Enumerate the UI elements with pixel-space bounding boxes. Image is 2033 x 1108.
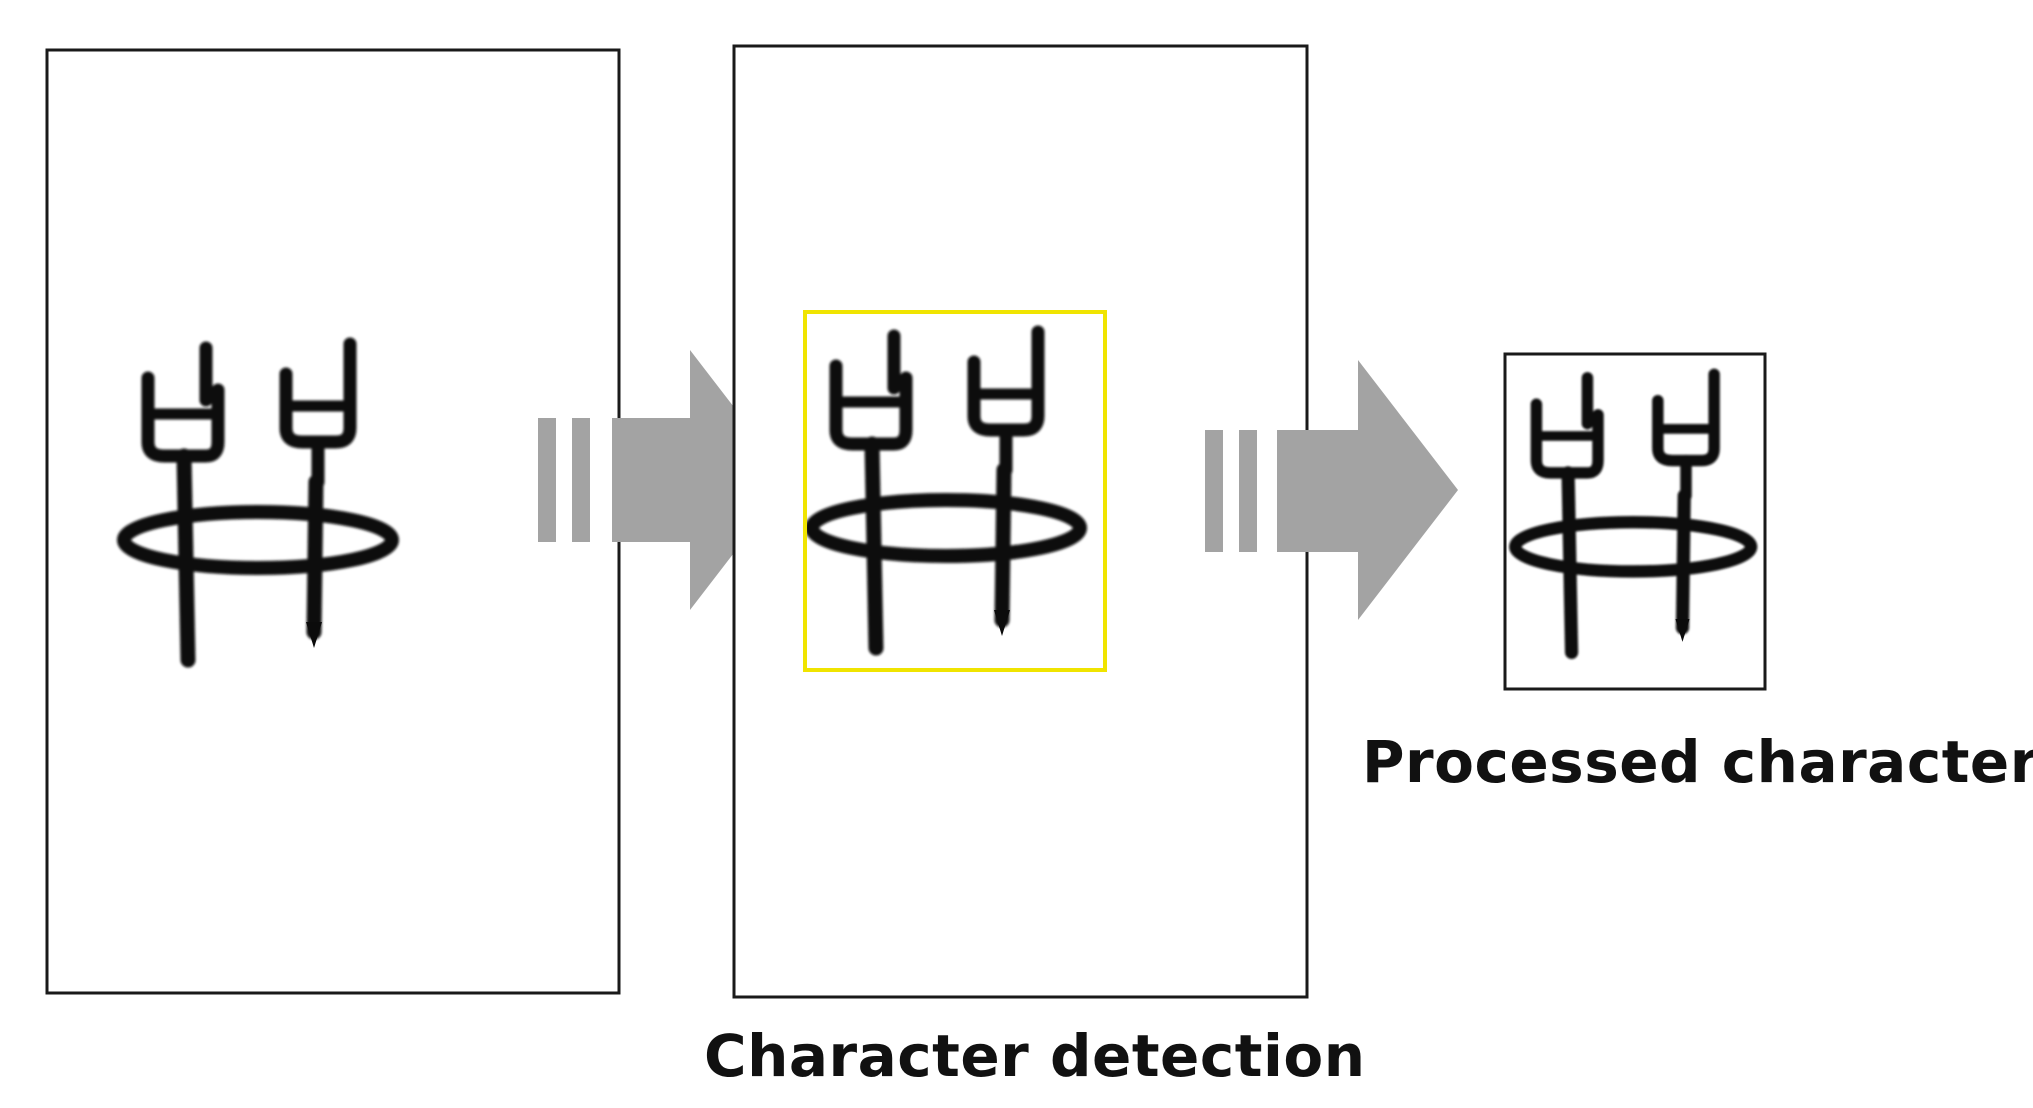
- detection-bounding-box: [803, 310, 1107, 672]
- character-detection-caption: Character detection: [704, 1022, 1366, 1090]
- arrow-1: [538, 350, 790, 610]
- arrow-2: [1205, 360, 1458, 620]
- processed-character-caption: Processed character: [1362, 728, 2033, 796]
